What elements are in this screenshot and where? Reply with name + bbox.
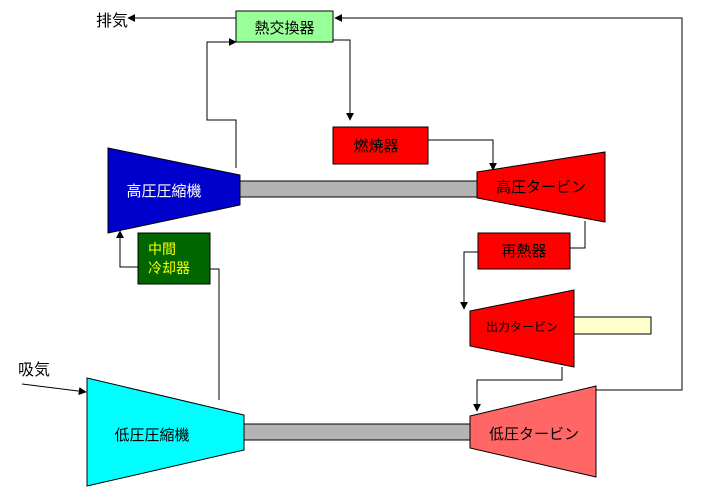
flow-intake [21,383,87,396]
lp-compressor: 低圧圧縮機 [86,377,245,487]
flow-pt-to-lpt [473,367,563,412]
flow-lpt-to-hx [334,14,683,391]
lp-compressor-label: 低圧圧縮機 [114,426,189,444]
hp-turbine: 高圧タービン [476,151,606,223]
lp-turbine-label: 低圧タービン [489,425,579,443]
flow-reheater-to-pt [460,251,478,310]
power-turbine-shape [469,289,575,368]
reheater-box [477,232,571,270]
hp-turbine-shape [476,151,606,223]
combustor-label: 燃焼器 [353,137,398,155]
lp-turbine-shape [469,385,597,478]
flow-hx-to-combustor [333,39,354,121]
flow-hpt-to-reheater [570,221,586,249]
flow-combustor-to-hpt [428,139,497,171]
reheater-label: 再熱器 [501,242,546,260]
heat-exchanger: 熱交換器 [235,10,334,43]
intercooler-box [137,232,211,285]
lp-shaft [243,423,471,441]
exhaust-label: 排気 [96,11,128,30]
hp-compressor-label: 高圧圧縮機 [126,182,201,200]
intake-label: 吸気 [18,360,50,379]
flow-hpc-to-hx [206,38,237,168]
heat-exchanger-label: 熱交換器 [254,19,314,37]
lp-turbine: 低圧タービン [469,385,597,478]
hp-compressor-shape [107,147,241,234]
hp-compressor: 高圧圧縮機 [107,147,241,234]
intercooler-label-line2: 冷却器 [148,261,190,277]
intercooler: 中間 冷却器 [137,232,211,285]
flow-intercooler-to-hpc [116,230,138,268]
hp-shaft [239,180,479,198]
output-shaft [573,316,652,335]
lp-compressor-shape [86,377,245,487]
hp-turbine-label: 高圧タービン [496,178,586,196]
heat-exchanger-box [235,10,334,43]
combustor-box [332,126,429,165]
reheater: 再熱器 [477,232,571,270]
power-turbine: 出力タービン [469,289,575,368]
intercooler-label-line1: 中間 [148,242,176,258]
power-turbine-label: 出力タービン [486,320,558,334]
flow-lpc-to-intercooler [210,268,220,400]
combustor: 燃焼器 [332,126,429,165]
